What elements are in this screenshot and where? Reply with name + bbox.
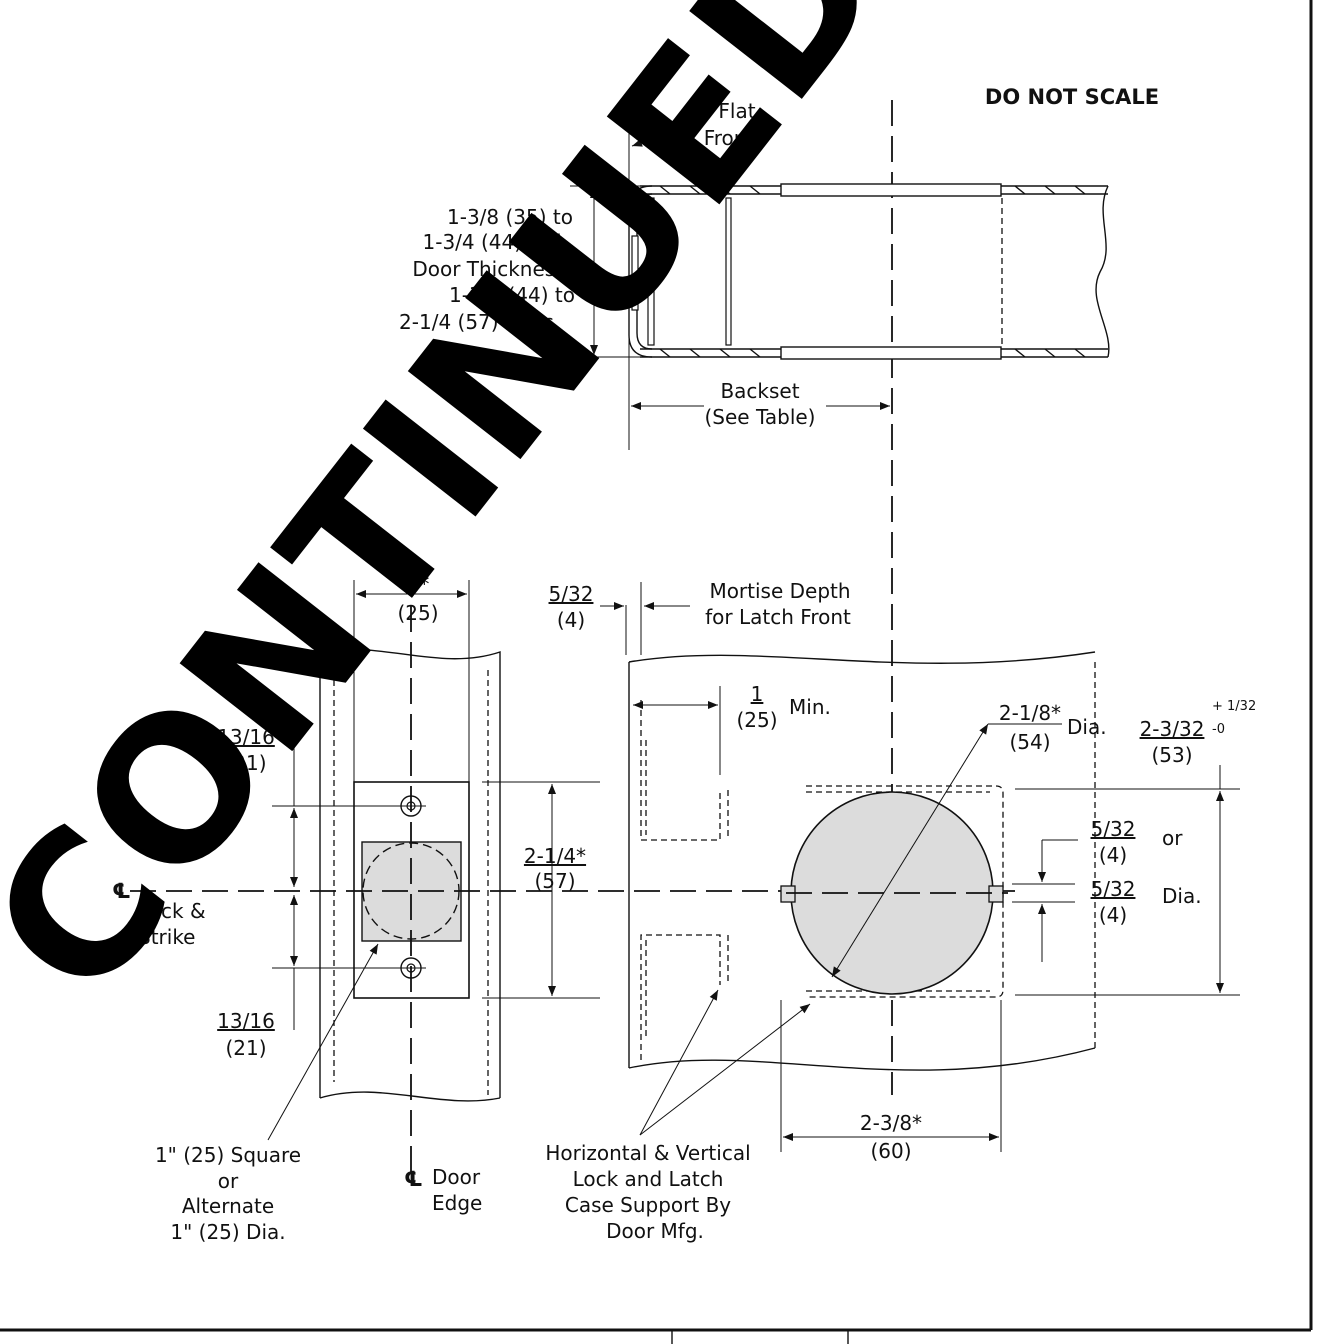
side-view	[600, 582, 1240, 1152]
svg-text:(54): (54)	[1009, 730, 1050, 754]
svg-text:1: 1	[751, 682, 764, 706]
svg-text:1-3/4 (44) Std.: 1-3/4 (44) Std.	[423, 230, 569, 254]
centerline-symbol-door: ℄	[404, 1167, 423, 1191]
svg-text:Edge: Edge	[432, 1191, 482, 1215]
svg-text:Lock and Latch: Lock and Latch	[573, 1167, 724, 1191]
svg-text:Dia.: Dia.	[1067, 715, 1107, 739]
svg-text:or: or	[218, 1169, 239, 1193]
svg-text:2-1/4 (57) Spec.: 2-1/4 (57) Spec.	[399, 310, 560, 334]
svg-text:-0: -0	[1212, 722, 1225, 737]
backset-label-2: (See Table)	[705, 405, 816, 429]
side-view-labels: 5/32 (4) Mortise Depth for Latch Front 1…	[545, 579, 1256, 1243]
svg-text:Door Thickness,: Door Thickness,	[412, 257, 572, 281]
svg-text:2-3/32: 2-3/32	[1140, 717, 1205, 741]
do-not-scale-note: DO NOT SCALE	[985, 85, 1159, 109]
svg-text:13/16: 13/16	[217, 1009, 275, 1033]
svg-text:(21): (21)	[225, 751, 266, 775]
svg-text:(25): (25)	[397, 601, 438, 625]
svg-text:2-1/8*: 2-1/8*	[999, 701, 1061, 725]
svg-text:1-3/8 (35) to: 1-3/8 (35) to	[447, 205, 573, 229]
flat-front-label-1: Flat	[718, 99, 755, 123]
svg-text:1*: 1*	[407, 572, 430, 596]
flat-front-label-2: Front	[704, 126, 755, 150]
svg-text:(4): (4)	[557, 608, 585, 632]
svg-text:2-1/4*: 2-1/4*	[524, 844, 586, 868]
svg-text:Dia.: Dia.	[1162, 884, 1202, 908]
svg-text:Door Mfg.: Door Mfg.	[606, 1219, 704, 1243]
svg-text:(53): (53)	[1151, 743, 1192, 767]
svg-text:5/32: 5/32	[549, 582, 594, 606]
svg-text:or: or	[1162, 826, 1183, 850]
svg-text:Case Support By: Case Support By	[565, 1193, 731, 1217]
svg-text:+ 1/32: + 1/32	[1212, 699, 1256, 714]
svg-text:2-3/8*: 2-3/8*	[860, 1111, 922, 1135]
svg-text:5/32: 5/32	[1091, 817, 1136, 841]
backset-label-1: Backset	[720, 379, 799, 403]
svg-text:5/32: 5/32	[1091, 877, 1136, 901]
svg-text:(21): (21)	[225, 1036, 266, 1060]
svg-text:Lock &: Lock &	[138, 899, 206, 923]
svg-text:1" (25) Square: 1" (25) Square	[155, 1143, 301, 1167]
edge-view	[267, 570, 600, 1175]
svg-text:(4): (4)	[1099, 903, 1127, 927]
svg-text:(60): (60)	[870, 1139, 911, 1163]
svg-text:13/16: 13/16	[217, 725, 275, 749]
svg-text:(57): (57)	[534, 869, 575, 893]
svg-text:Min.: Min.	[789, 695, 831, 719]
svg-text:(25): (25)	[736, 708, 777, 732]
centerline-symbol-lock: ℄	[112, 879, 131, 903]
svg-text:1-3/4 (44) to: 1-3/4 (44) to	[449, 283, 575, 307]
svg-text:(4): (4)	[1099, 843, 1127, 867]
svg-text:Horizontal & Vertical: Horizontal & Vertical	[545, 1141, 750, 1165]
svg-text:Alternate: Alternate	[182, 1194, 274, 1218]
door-thickness-label: 1-3/8 (35) to 1-3/4 (44) Std. Door Thick…	[399, 205, 575, 334]
svg-text:1" (25) Dia.: 1" (25) Dia.	[170, 1220, 285, 1244]
svg-text:Mortise Depth: Mortise Depth	[709, 579, 850, 603]
svg-text:Door: Door	[432, 1165, 481, 1189]
edge-view-labels: 1* (25) 13/16 (21) 13/16 (21) 2-1/4* (57…	[112, 572, 586, 1244]
svg-text:Strike: Strike	[138, 925, 196, 949]
svg-text:for Latch Front: for Latch Front	[705, 605, 851, 629]
